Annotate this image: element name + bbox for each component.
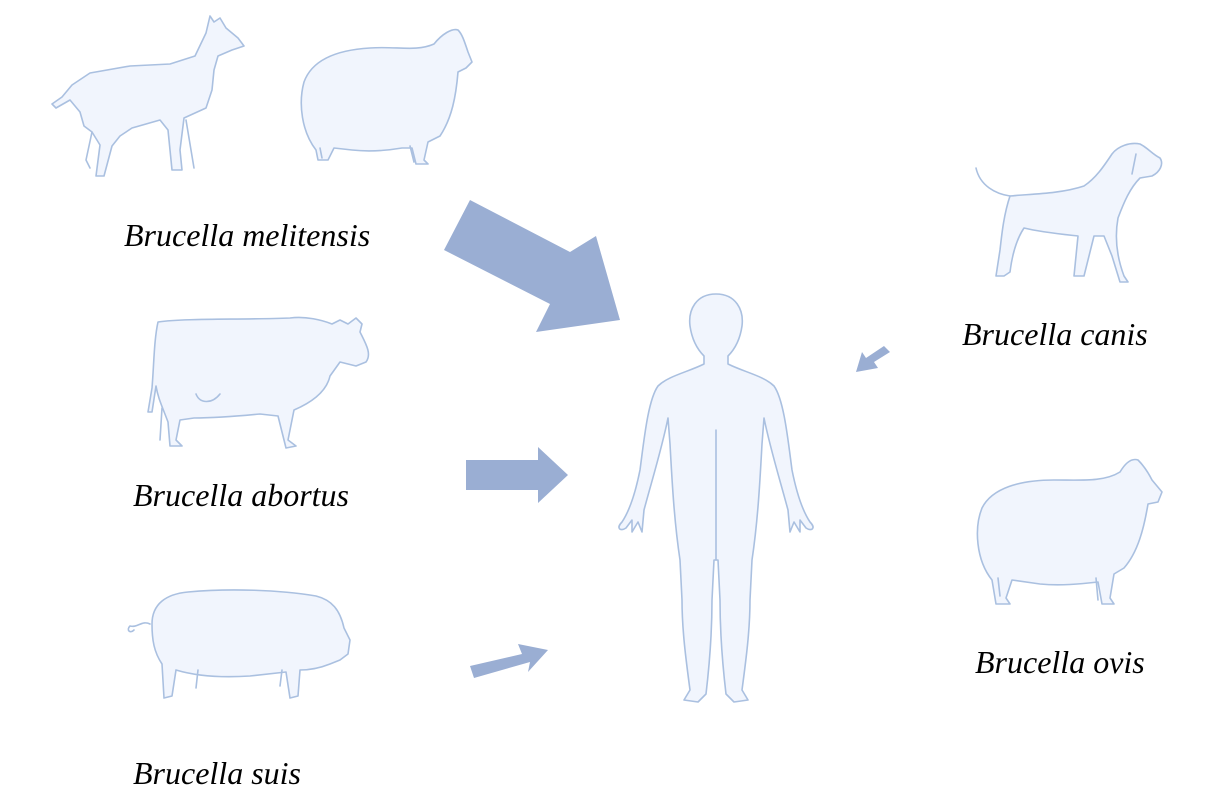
dog-icon — [976, 143, 1162, 282]
label-brucella-abortus: Brucella abortus — [133, 479, 349, 511]
pig-icon — [128, 590, 350, 698]
label-brucella-canis: Brucella canis — [962, 318, 1148, 350]
label-brucella-ovis: Brucella ovis — [975, 646, 1145, 678]
goat-icon — [52, 16, 244, 176]
label-brucella-suis: Brucella suis — [133, 757, 301, 789]
arrow-melitensis — [444, 200, 620, 332]
arrow-abortus — [466, 447, 568, 503]
arrow-suis — [470, 644, 548, 678]
sheep-icon — [301, 30, 472, 164]
human-icon — [619, 294, 813, 702]
label-brucella-melitensis: Brucella melitensis — [124, 219, 370, 251]
sheep-icon — [977, 460, 1162, 605]
cow-icon — [148, 317, 368, 448]
arrow-canis — [856, 346, 890, 372]
